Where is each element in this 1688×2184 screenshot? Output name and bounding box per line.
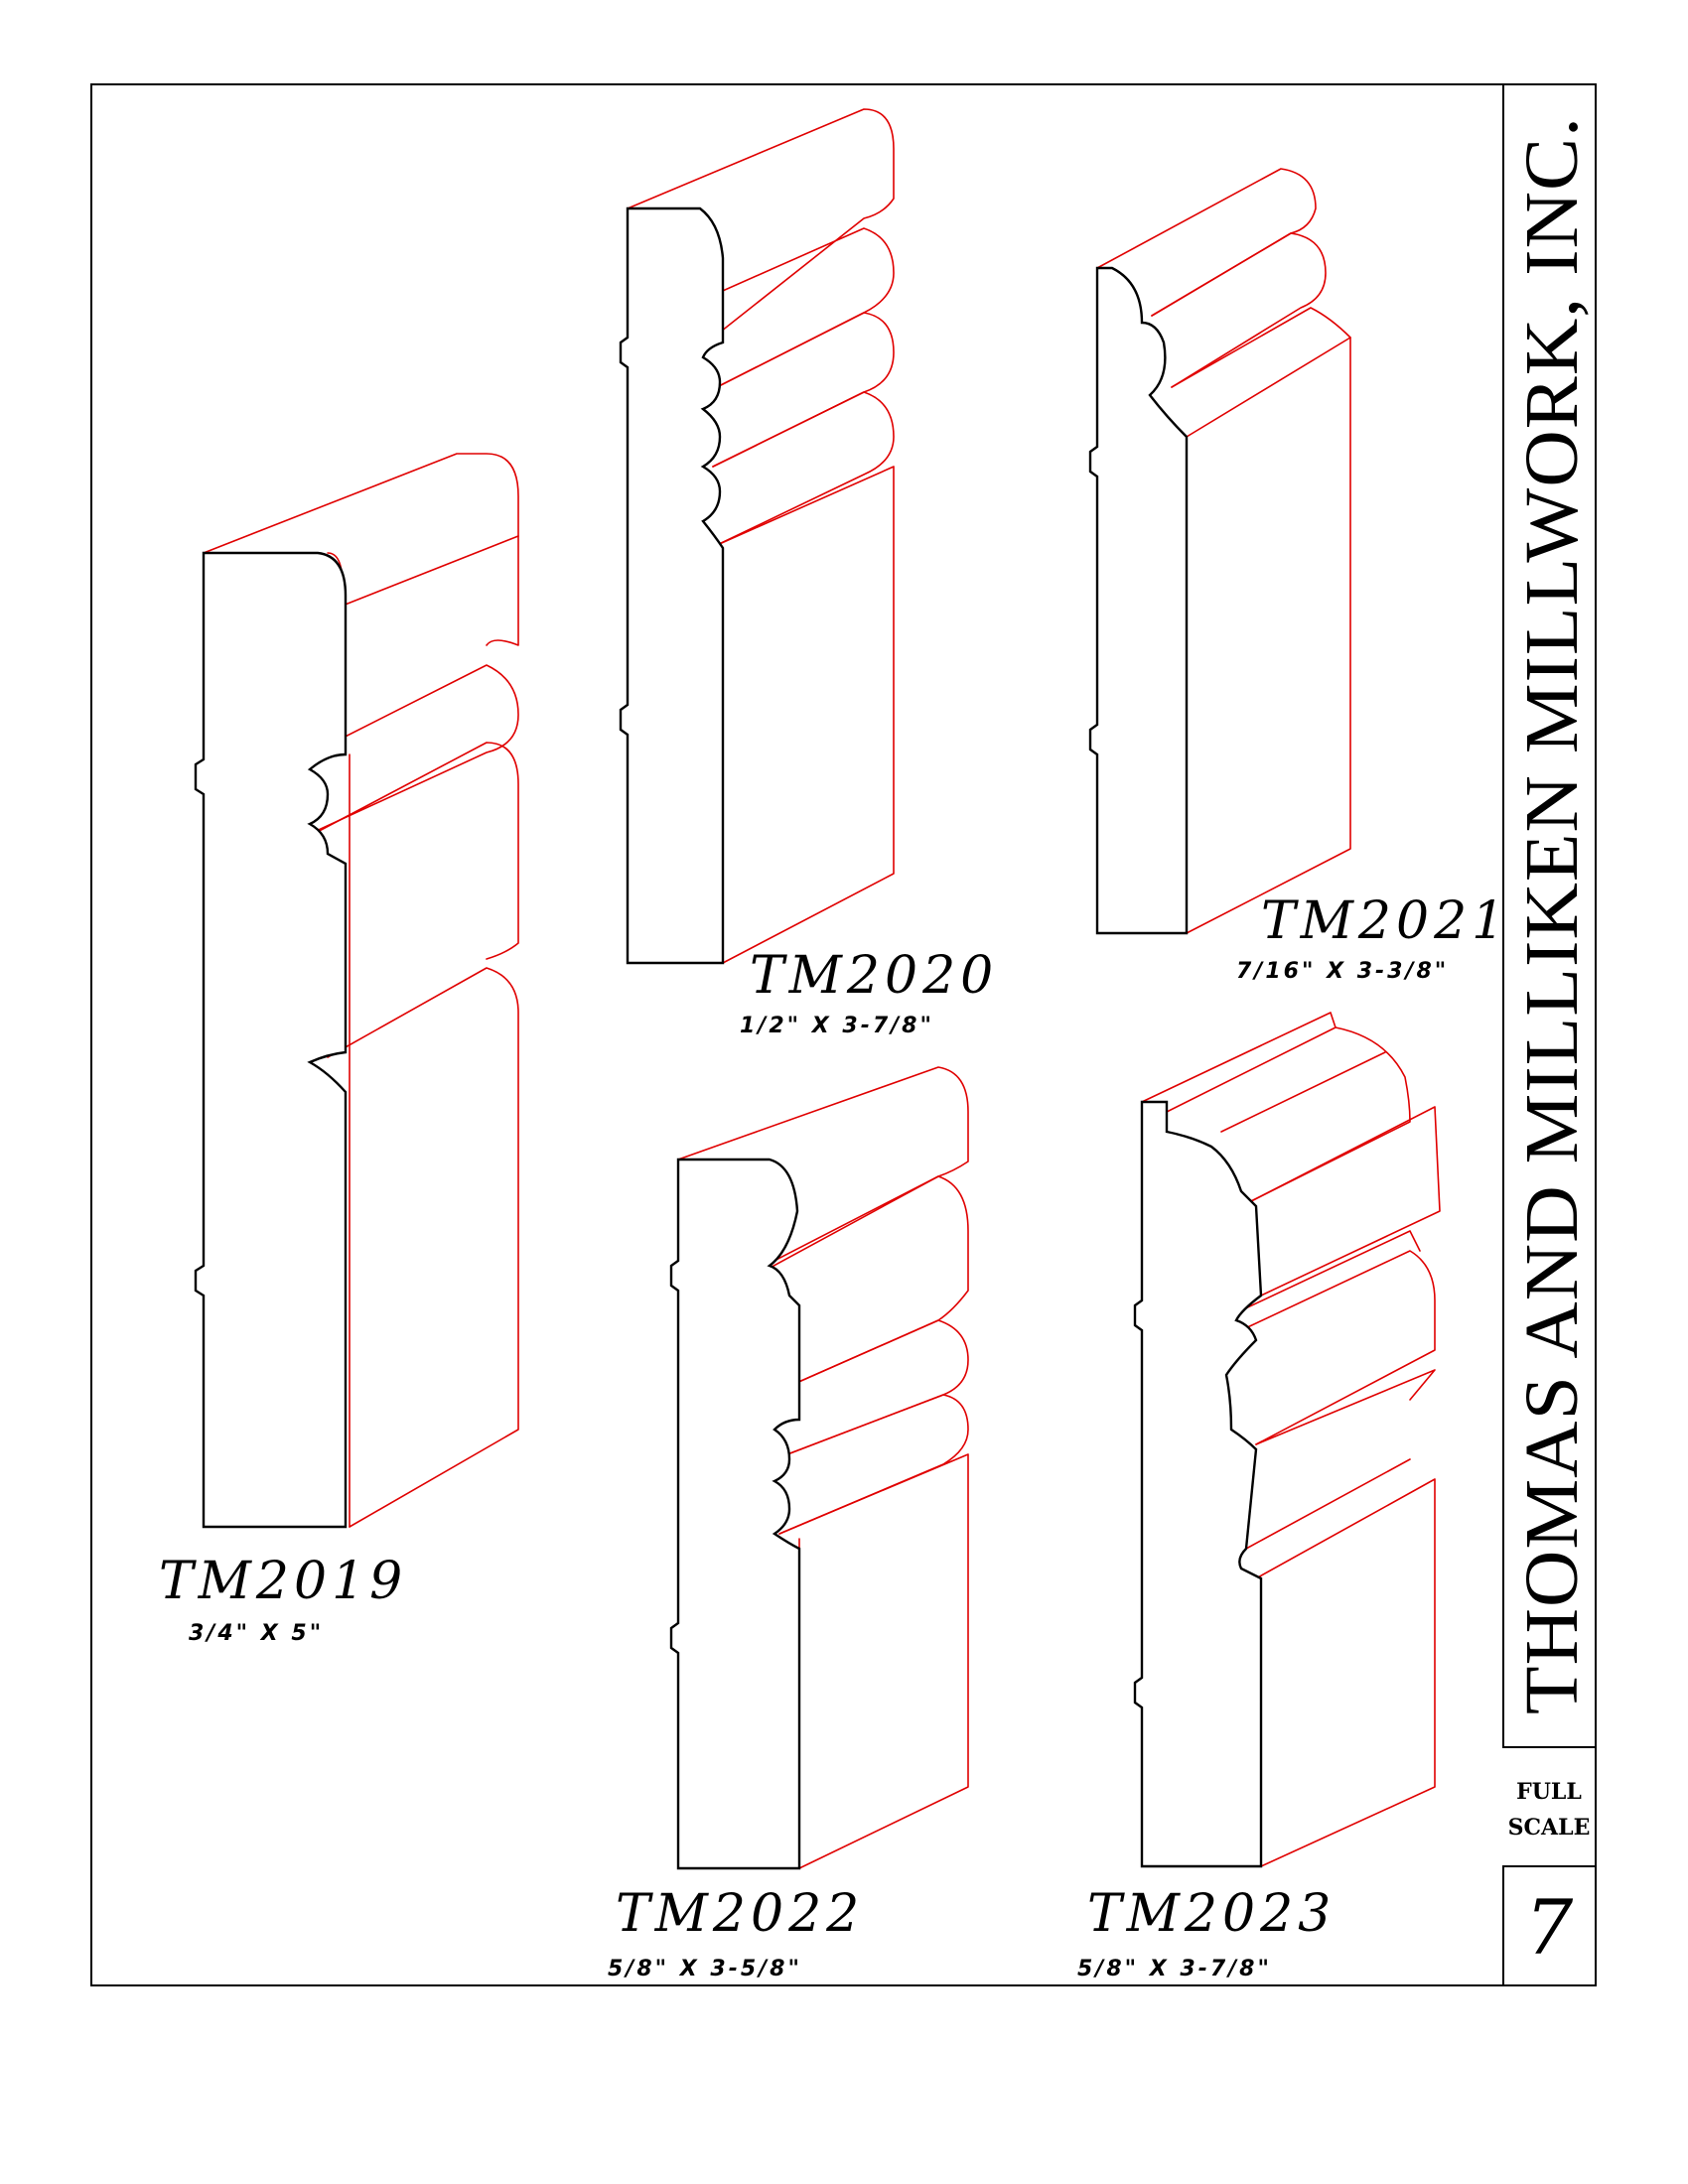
size-tm2022: 5/8" X 3-5/8"	[608, 1957, 802, 1981]
page-number: 7	[1525, 1883, 1574, 1972]
code-tm2019: TM2019	[159, 1552, 407, 1611]
profile-tm2019	[194, 453, 519, 1529]
size-tm2023: 5/8" X 3-7/8"	[1077, 1957, 1272, 1981]
scale-label-line2: SCALE	[1508, 1815, 1591, 1841]
page-number-box	[1502, 1865, 1597, 1986]
size-tm2021: 7/16" X 3-3/8"	[1236, 959, 1449, 984]
profile-tm2020	[619, 108, 895, 965]
profile-tm2022	[669, 1066, 969, 1870]
profile-tm2023	[1133, 1012, 1441, 1868]
profile-tm2021	[1088, 168, 1351, 935]
code-tm2020: TM2020	[750, 946, 998, 1006]
code-tm2021: TM2021	[1261, 891, 1509, 951]
code-tm2023: TM2023	[1087, 1884, 1336, 1944]
title-block-box	[1502, 83, 1597, 1748]
size-tm2020: 1/2" X 3-7/8"	[740, 1014, 934, 1038]
scale-label-line1: FULL	[1516, 1779, 1582, 1805]
company-name: THOMAS AND MILLIKEN MILLWORK, INC.	[1510, 116, 1594, 1714]
code-tm2022: TM2022	[616, 1884, 864, 1944]
size-tm2019: 3/4" X 5"	[189, 1621, 324, 1646]
